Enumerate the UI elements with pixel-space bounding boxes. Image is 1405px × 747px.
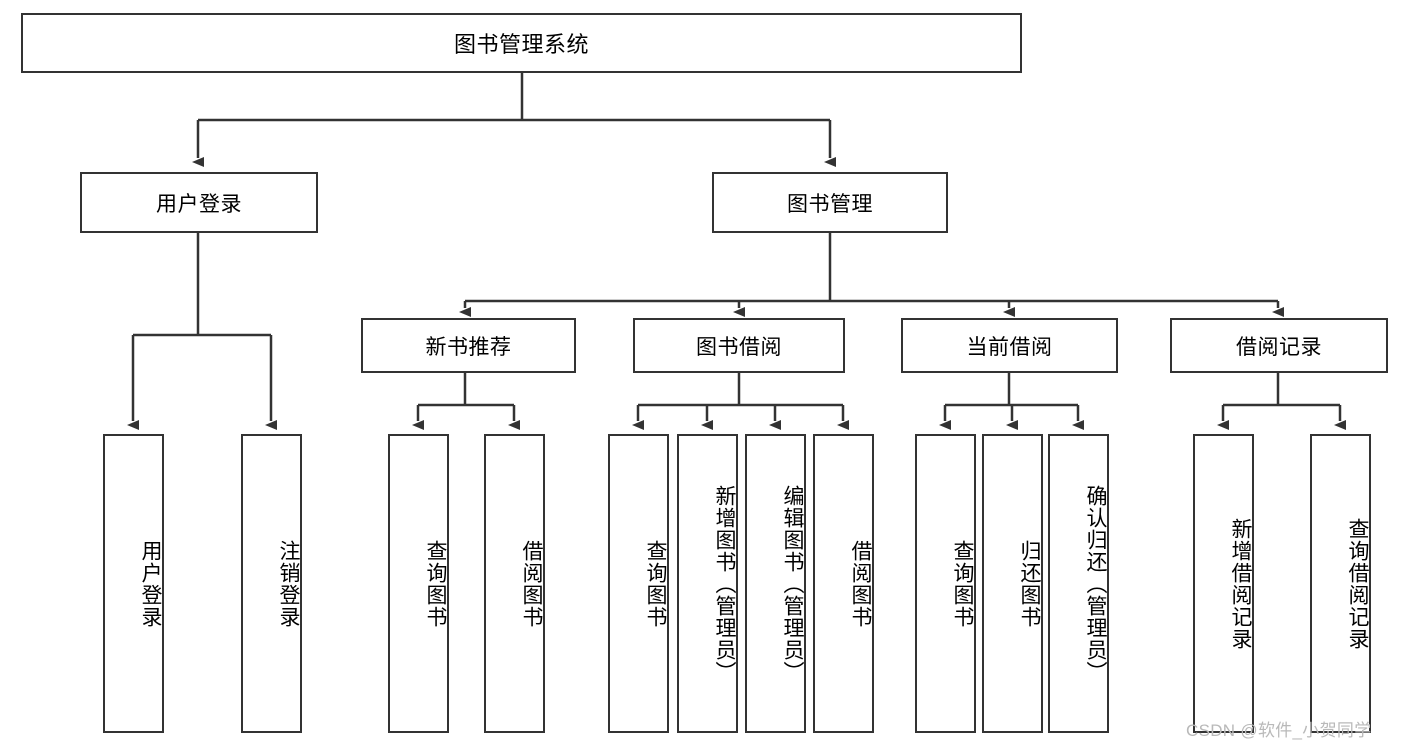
node-leaf-add-book-admin[interactable]: 新增图书（管理员） <box>677 434 738 733</box>
node-leaf-confirm-return-admin[interactable]: 确认归还（管理员） <box>1048 434 1109 733</box>
node-leaf-query-book-current[interactable]: 查询图书 <box>915 434 976 733</box>
node-leaf-edit-book-admin[interactable]: 编辑图书（管理员） <box>745 434 806 733</box>
node-leaf-borrow-book-new-rec[interactable]: 借阅图书 <box>484 434 545 733</box>
csdn-watermark: CSDN @软件_小贺同学 <box>1186 721 1372 740</box>
node-leaf-logout-login[interactable]: 注销登录 <box>241 434 302 733</box>
node-leaf-add-borrow-record[interactable]: 新增借阅记录 <box>1193 434 1254 733</box>
node-new-book-recommendation[interactable]: 新书推荐 <box>361 318 576 373</box>
node-book-borrowing[interactable]: 图书借阅 <box>633 318 845 373</box>
node-book-management[interactable]: 图书管理 <box>712 172 948 233</box>
node-root-book-management-system[interactable]: 图书管理系统 <box>21 13 1022 73</box>
node-leaf-query-borrow-record[interactable]: 查询借阅记录 <box>1310 434 1371 733</box>
node-borrowing-record[interactable]: 借阅记录 <box>1170 318 1388 373</box>
node-user-login[interactable]: 用户登录 <box>80 172 318 233</box>
node-current-borrowing[interactable]: 当前借阅 <box>901 318 1118 373</box>
node-leaf-return-book[interactable]: 归还图书 <box>982 434 1043 733</box>
node-leaf-borrow-book-borrow[interactable]: 借阅图书 <box>813 434 874 733</box>
node-leaf-query-book-borrow[interactable]: 查询图书 <box>608 434 669 733</box>
node-leaf-user-login[interactable]: 用户登录 <box>103 434 164 733</box>
node-leaf-query-book-new-rec[interactable]: 查询图书 <box>388 434 449 733</box>
